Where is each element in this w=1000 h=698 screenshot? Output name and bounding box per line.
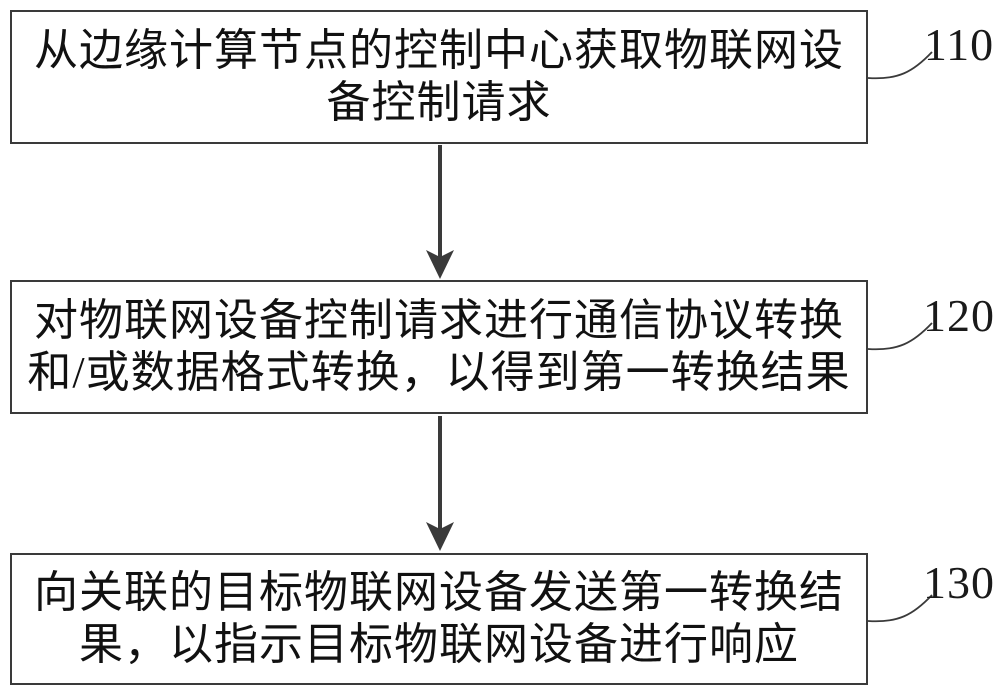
flow-step-box-120: 对物联网设备控制请求进行通信协议转换 和/或数据格式转换，以得到第一转换结果	[10, 280, 868, 414]
reference-numeral-130: 130	[923, 557, 995, 608]
arrow-120-130	[426, 416, 454, 551]
arrow-110-120	[426, 145, 454, 279]
arrowhead-icon	[426, 250, 454, 279]
step-text-line: 和/或数据格式转换，以得到第一转换结果	[27, 348, 851, 397]
flow-step-box-130: 向关联的目标物联网设备发送第一转换结 果，以指示目标物联网设备进行响应	[10, 553, 868, 685]
step-text-line: 从边缘计算节点的控制中心获取物联网设	[34, 26, 844, 75]
step-text-line: 向关联的目标物联网设备发送第一转换结	[34, 568, 844, 617]
step-text-line: 果，以指示目标物联网设备进行响应	[79, 620, 799, 669]
reference-numeral-120: 120	[923, 290, 995, 341]
arrowhead-icon	[426, 522, 454, 551]
reference-numeral-110: 110	[923, 19, 995, 70]
step-text-line: 备控制请求	[326, 78, 552, 127]
flow-step-box-110: 从边缘计算节点的控制中心获取物联网设 备控制请求	[10, 10, 868, 144]
step-text-line: 对物联网设备控制请求进行通信协议转换	[34, 296, 844, 345]
